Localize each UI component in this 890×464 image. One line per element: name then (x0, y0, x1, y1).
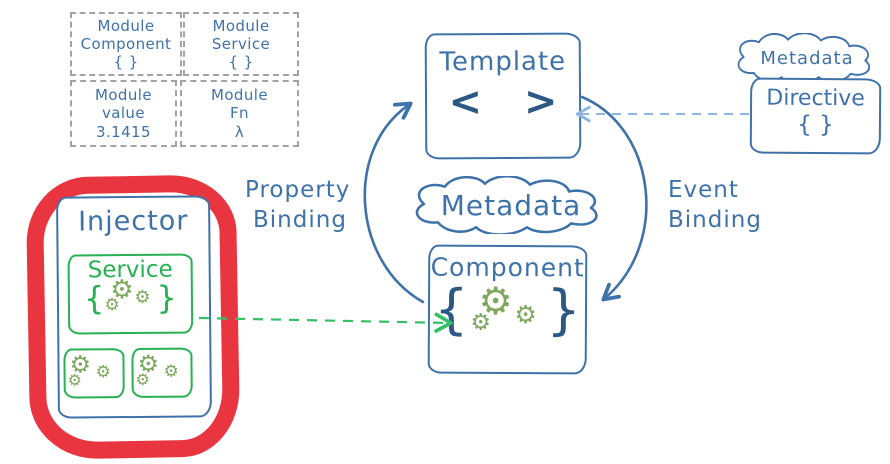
service-box: Service { ⚙ ⚙ ⚙ } (67, 253, 194, 335)
module-box-line: { } (113, 53, 139, 72)
injector-box: Injector Service { ⚙ ⚙ ⚙ } ⚙ ⚙ ⚙ ⚙ ⚙ (56, 195, 212, 419)
module-box-line: Module (212, 16, 270, 35)
template-title: Template (439, 46, 567, 78)
lambda-icon: λ (234, 122, 245, 141)
module-box-line: Module (97, 16, 155, 35)
gear-icon: ⚙ (163, 361, 179, 382)
gear-icon: ⚙ (514, 300, 537, 330)
label-line: Event (668, 177, 739, 203)
module-box-line: 3.1415 (96, 122, 151, 141)
module-service-box: Module Service { } (183, 12, 299, 76)
metadata-cloud-center: Metadata (408, 176, 614, 234)
gear-icon: ⚙ (67, 370, 83, 390)
open-brace: { (433, 277, 469, 341)
module-box-line: Component (80, 34, 172, 53)
open-brace: { (83, 279, 105, 318)
module-box-line: Service (211, 34, 271, 53)
label-line: Binding (668, 206, 762, 233)
label-line: Property (245, 177, 351, 203)
metadata-cloud-right: Metadata (732, 33, 882, 83)
module-box-line: Module (95, 86, 152, 105)
cloud-label: Metadata (440, 188, 582, 222)
module-box-line: { } (228, 53, 254, 72)
gear-icon: ⚙ (104, 295, 120, 316)
cloud-shape (415, 176, 598, 234)
directive-title: Directive (766, 85, 865, 112)
module-box-line: Module (211, 86, 268, 105)
close-brace: } (546, 278, 582, 342)
gear-icon: ⚙ (135, 369, 151, 389)
close-brace: } (156, 278, 177, 317)
injector-title: Injector (77, 205, 189, 238)
gear-icon: ⚙ (470, 309, 492, 336)
module-component-box: Module Component { } (70, 12, 182, 76)
template-box: Template < > (424, 32, 582, 160)
property-binding-label: Property Binding (245, 176, 350, 236)
provider-box: ⚙ ⚙ ⚙ (63, 348, 125, 399)
module-fn-box: Module Fn λ (180, 80, 299, 147)
label-line: Binding (253, 206, 347, 233)
module-value-box: Module value 3.1415 (70, 80, 177, 147)
module-box-line: Fn (230, 104, 249, 123)
braces-symbol: { } (797, 111, 834, 139)
gear-icon: ⚙ (134, 286, 151, 308)
provider-box: ⚙ ⚙ ⚙ (131, 347, 193, 399)
directive-box: Directive { } (749, 77, 882, 155)
event-binding-label: Event Binding (668, 176, 762, 236)
gear-icon: ⚙ (95, 362, 111, 383)
cloud-label: Metadata (760, 47, 854, 69)
component-box: Component { ⚙ ⚙ ⚙ } (427, 244, 588, 375)
markup-brackets-icon: < > (448, 78, 572, 126)
module-box-line: value (102, 104, 145, 123)
